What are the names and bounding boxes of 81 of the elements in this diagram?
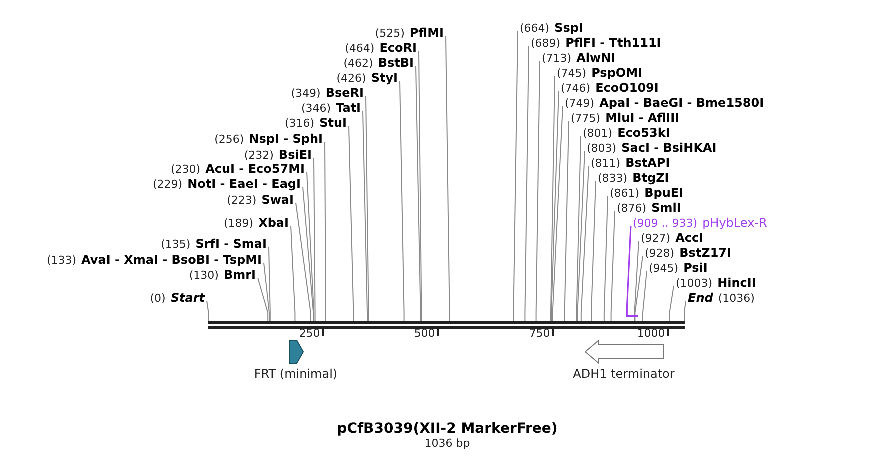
leader-line <box>416 66 422 322</box>
enzyme-site-label: (775) MluI - AflIII <box>569 110 682 124</box>
leader-line <box>206 300 210 322</box>
scale-number: 250 <box>299 327 320 340</box>
enzyme-site-label: (223) SwaI <box>225 192 296 206</box>
leader-line <box>446 36 450 322</box>
enzyme-site-label: (349) BseRI <box>289 85 366 99</box>
plasmid-title: pCfB3039(XII-2 MarkerFree) <box>337 421 558 437</box>
leader-line <box>536 60 540 322</box>
enzyme-site-label: (876) SmlI <box>615 200 684 214</box>
leader-line <box>576 136 582 322</box>
start-label: (0) Start <box>148 290 207 304</box>
enzyme-site-label: (1003) HincII <box>674 275 758 289</box>
enzyme-site-label: (464) EcoRI <box>343 40 419 54</box>
enzyme-site-label: (745) PspOMI <box>555 65 645 79</box>
leader-line <box>400 80 405 322</box>
enzyme-site-label: (316) StuI <box>283 115 349 129</box>
feature-label: FRT (minimal) <box>254 367 338 381</box>
primer-label: (909 .. 933) pHybLex-R <box>631 215 770 229</box>
leader-line <box>580 166 590 322</box>
enzyme-site-label: (746) EcoO109I <box>559 80 661 94</box>
enzyme-site-label: (256) NspI - SphI <box>212 131 325 145</box>
leader-line <box>268 246 271 322</box>
leader-line <box>418 50 422 322</box>
leader-line <box>577 150 586 322</box>
enzyme-site-label: (135) SrfI - SmaI <box>159 236 269 250</box>
leader-line <box>552 106 564 322</box>
enzyme-site-label: (945) PsiI <box>647 260 710 274</box>
enzyme-site-label: (833) BtgZI <box>596 170 672 184</box>
enzyme-site-label: (713) AlwNI <box>540 50 618 64</box>
leader-line <box>314 158 316 322</box>
leader-line <box>348 126 354 322</box>
enzyme-site-label: (230) AcuI - Eco57MI <box>169 161 307 175</box>
feature-label: ADH1 terminator <box>573 367 675 381</box>
leader-line <box>591 180 596 322</box>
leader-line <box>550 76 556 322</box>
scale-number: 750 <box>529 327 550 340</box>
leader-line <box>669 286 674 322</box>
enzyme-site-label: (664) SspI <box>518 20 586 34</box>
dna-backbone <box>208 321 685 329</box>
leader-line <box>306 172 315 322</box>
enzyme-site-label: (801) Eco53kI <box>581 125 672 139</box>
scale-number: 1000 <box>637 327 666 340</box>
enzyme-site-label: (462) BstBI <box>342 55 416 69</box>
leader-line <box>610 210 616 322</box>
leader-line <box>324 142 326 322</box>
enzyme-site-label: (525) PflMI <box>373 25 446 39</box>
leader-line <box>551 90 560 322</box>
enzyme-site-label: (189) XbaI <box>222 215 291 229</box>
end-label: End (1036) <box>686 290 757 304</box>
enzyme-site-label: (749) ApaI - BaeGI - Bme1580I <box>563 95 766 109</box>
leader-line <box>642 270 648 322</box>
enzyme-site-label: (130) BmrI <box>187 267 258 281</box>
leader-line <box>684 300 686 322</box>
leader-line <box>604 196 608 322</box>
enzyme-site-label: (346) TatI <box>299 100 363 114</box>
leader-line <box>362 110 368 322</box>
leader-line <box>524 46 530 322</box>
leader-line <box>513 30 518 322</box>
enzyme-site-label: (811) BstAPI <box>589 155 672 169</box>
leader-line <box>296 202 312 322</box>
leader-line <box>366 96 370 322</box>
enzyme-site-label: (689) PflFI - Tth111I <box>529 35 664 49</box>
enzyme-site-label: (803) SacI - BsiHKAI <box>585 140 719 154</box>
scale-number: 500 <box>414 327 436 340</box>
leader-line <box>634 256 644 322</box>
leader-line <box>258 278 269 322</box>
enzyme-site-label: (232) BsiEI <box>242 147 314 161</box>
sequence-length: 1036 bp <box>424 437 470 450</box>
enzyme-site-label: (133) AvaI - XmaI - BsoBI - TspMI <box>44 252 264 266</box>
enzyme-site-label: (927) AccI <box>639 230 706 244</box>
leader-line <box>302 186 314 322</box>
enzyme-site-label: (861) BpuEI <box>608 185 686 199</box>
leader-line <box>634 240 640 322</box>
leader-line <box>564 120 570 322</box>
leader-line <box>626 226 632 315</box>
leader-line <box>290 226 296 322</box>
enzyme-site-label: (928) BstZ17I <box>643 245 734 259</box>
enzyme-site-label: (426) StyI <box>334 70 400 84</box>
enzyme-site-label: (229) NotI - EaeI - EagI <box>150 176 303 190</box>
leader-line <box>264 262 270 322</box>
